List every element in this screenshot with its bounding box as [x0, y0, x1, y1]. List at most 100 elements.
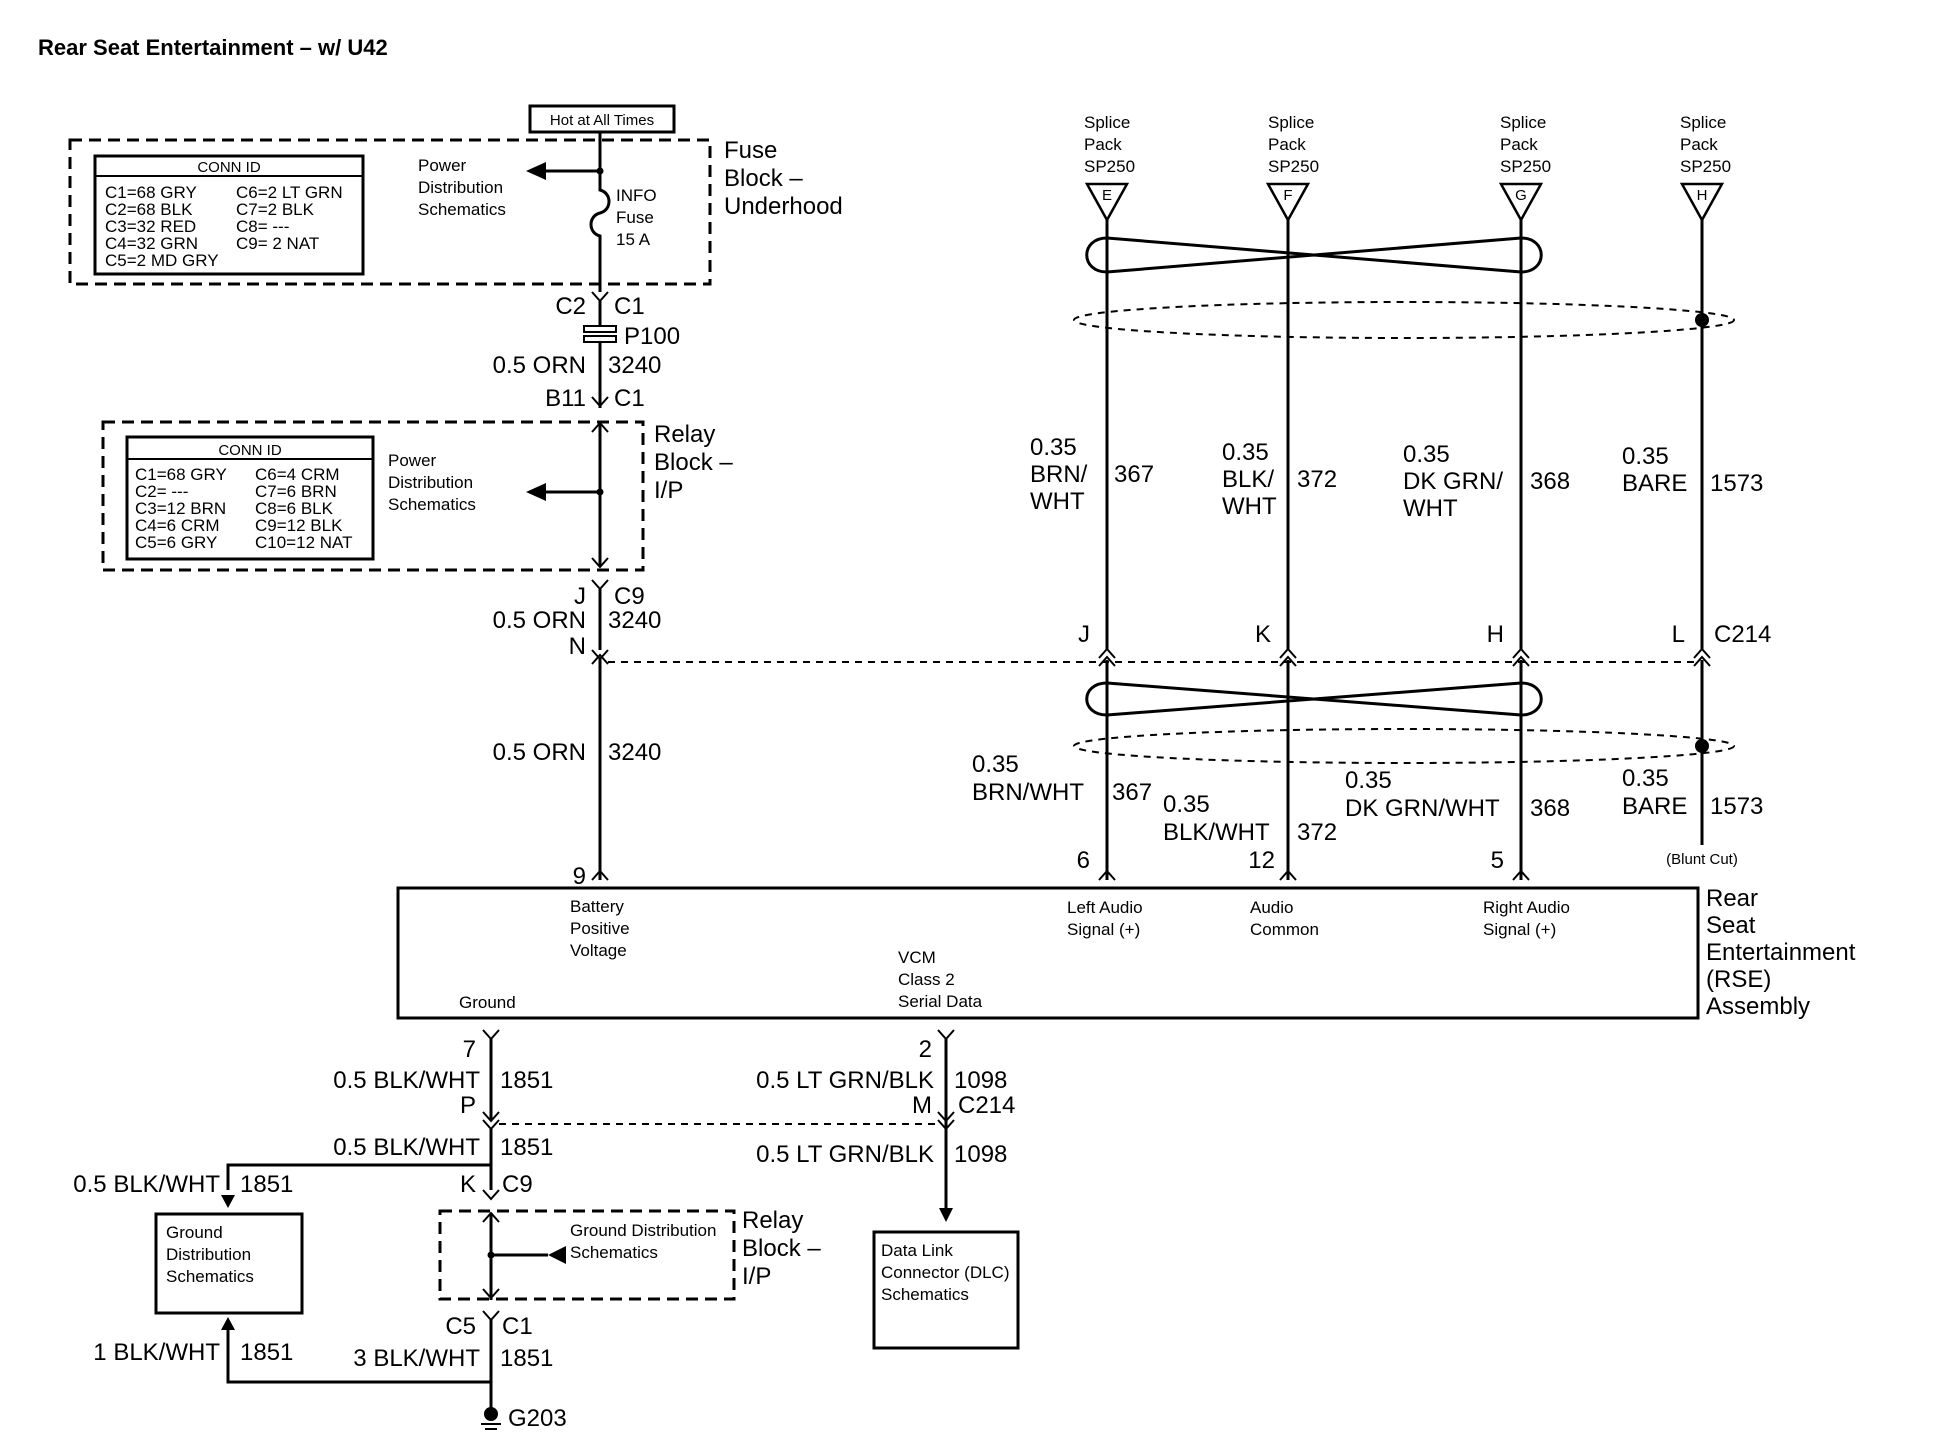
- splice-pin: F: [1283, 187, 1292, 204]
- fuse-power-dist-label: Schematics: [418, 200, 506, 219]
- connector-chevron: [591, 291, 609, 303]
- rse-pin-function: Ground: [459, 993, 516, 1012]
- rse-pin-function: Audio: [1250, 898, 1293, 917]
- wire-gauge-label: 0.35: [972, 751, 1019, 778]
- connector-chevron: [591, 653, 609, 665]
- relay-conn-id-entry: C10=12 NAT: [255, 533, 352, 552]
- relay-ground-dist-label: Schematics: [570, 1243, 658, 1262]
- splice-pack-label: SP250: [1268, 157, 1319, 176]
- connector-chevron: [591, 579, 609, 591]
- rse-pin-label: 7: [463, 1036, 476, 1063]
- splice-triangle: [1265, 182, 1311, 223]
- connector-chevron: [482, 1288, 500, 1300]
- wire-circuit-label: 367: [1112, 779, 1152, 806]
- connector-chevron: [591, 869, 609, 881]
- wire-gauge-label: BARE: [1622, 470, 1687, 497]
- fuse-conn-id-entry: C7=2 BLK: [236, 200, 315, 219]
- connector-chevron: [937, 1119, 955, 1131]
- fuse-conn-id-entry: C5=2 MD GRY: [105, 251, 219, 270]
- splice-triangle: [1679, 182, 1725, 223]
- wire-circuit-label: 3240: [608, 352, 661, 379]
- c214-connector-name: C214: [1714, 621, 1771, 648]
- splice-pack-label: SP250: [1680, 157, 1731, 176]
- rse-pin-function: VCM: [898, 948, 936, 967]
- wire-gauge-label: 3 BLK/WHT: [353, 1345, 480, 1372]
- fuse-info-label: 15 A: [616, 230, 651, 249]
- connector-chevron: [482, 1310, 500, 1322]
- splice-pack-label: Splice: [1268, 113, 1314, 132]
- wire-gauge-label: BLK/WHT: [1163, 819, 1270, 846]
- wire-gauge-label: 0.35: [1622, 765, 1669, 792]
- splice-pack-label: Splice: [1680, 113, 1726, 132]
- fuse-conn-id-header: CONN ID: [197, 159, 261, 176]
- connector-chevron: [1512, 655, 1530, 667]
- ground-dist-arrowhead: [548, 1246, 566, 1264]
- fuse-info-label: INFO: [616, 186, 657, 205]
- connector-chevron: [1098, 647, 1116, 659]
- hot-at-all-times-label: Hot at All Times: [550, 112, 654, 129]
- relay-conn-right: C1: [502, 1313, 533, 1340]
- wire-gauge-label: 0.5 ORN: [493, 739, 586, 766]
- rse-pin-label: 12: [1248, 847, 1275, 874]
- ground-dist-label: Ground: [166, 1223, 223, 1242]
- splice-pack-e: Splice Pack SP250 E: [1084, 113, 1135, 223]
- dlc-label: Connector (DLC): [881, 1263, 1010, 1282]
- wire-gauge-label: 0.35: [1163, 791, 1210, 818]
- relay-conn-id-header: CONN ID: [218, 442, 282, 459]
- wire-gauge-label: BLK/: [1222, 466, 1274, 493]
- splice-pack-label: SP250: [1500, 157, 1551, 176]
- relay-block-outline: [101, 420, 645, 572]
- connector-chevron: [1512, 869, 1530, 881]
- splice-triangle: [1084, 182, 1130, 223]
- wire-gauge-label: 1 BLK/WHT: [93, 1339, 220, 1366]
- relay-conn-right: C1: [614, 385, 645, 412]
- shield-symbol: [1073, 301, 1735, 339]
- dlc-label: Schematics: [881, 1285, 969, 1304]
- relay-conn-left: C5: [445, 1313, 476, 1340]
- wire-1851-branch: [226, 1163, 491, 1190]
- connector-chevron: [1098, 869, 1116, 881]
- wire-1851-branch: [226, 1330, 491, 1384]
- splice-pin: E: [1102, 187, 1112, 204]
- wire-gauge-label: WHT: [1030, 488, 1085, 515]
- wire-circuit-label: 1851: [500, 1134, 553, 1161]
- rse-pin-function: Right Audio: [1483, 898, 1570, 917]
- dlc-box-outline: [872, 1230, 1020, 1350]
- splice-pack-g: Splice Pack SP250 G: [1498, 113, 1551, 223]
- wire-circuit-label: 1098: [954, 1141, 1007, 1168]
- fuse-power-dist-arrowhead: [526, 162, 546, 180]
- connector-chevron: [482, 1111, 500, 1123]
- rse-pin-function: Serial Data: [898, 992, 983, 1011]
- c214-chevrons: [1098, 647, 1711, 667]
- wire-gauge-label: BARE: [1622, 793, 1687, 820]
- wire-circuit-label: 3240: [608, 607, 661, 634]
- info-fuse-symbol: [589, 132, 611, 292]
- blunt-cut-label: (Blunt Cut): [1666, 851, 1738, 868]
- c214-pin-label: M: [912, 1092, 932, 1119]
- fuse-block-name: Block –: [724, 165, 803, 192]
- relay-block-name: I/P: [654, 477, 683, 504]
- wire-circuit-label: 1851: [500, 1067, 553, 1094]
- rse-assembly-name: (RSE): [1706, 966, 1771, 993]
- connector-chevron: [482, 1029, 500, 1041]
- wire-gauge-label: 0.5 BLK/WHT: [333, 1067, 480, 1094]
- wire-circuit-label: 368: [1530, 468, 1570, 495]
- dlc-label: Data Link: [881, 1241, 953, 1260]
- c214-pin-label: K: [1255, 621, 1271, 648]
- rse-pin-label: 2: [919, 1036, 932, 1063]
- splice-pack-f: Splice Pack SP250 F: [1265, 113, 1319, 223]
- splice-pin: G: [1515, 187, 1527, 204]
- relay-conn-id-entry: C6=4 CRM: [255, 465, 340, 484]
- relay-conn-left: B11: [545, 385, 586, 412]
- connector-chevron: [1279, 869, 1297, 881]
- wire-gauge-label: 0.5 ORN: [493, 607, 586, 634]
- c214-pin-label: L: [1672, 621, 1685, 648]
- relay-power-dist-label: Distribution: [388, 473, 473, 492]
- relay-block-name: Relay: [654, 421, 715, 448]
- dlc-schematics-box: Data Link Connector (DLC) Schematics: [872, 1230, 1020, 1350]
- relay-conn-id-entry: C4=6 CRM: [135, 516, 220, 535]
- rse-pin-function: Voltage: [570, 941, 627, 960]
- ground-dist-label: Distribution: [166, 1245, 251, 1264]
- drain-wire-dot: [1695, 313, 1709, 327]
- wire-circuit-label: 1573: [1710, 470, 1763, 497]
